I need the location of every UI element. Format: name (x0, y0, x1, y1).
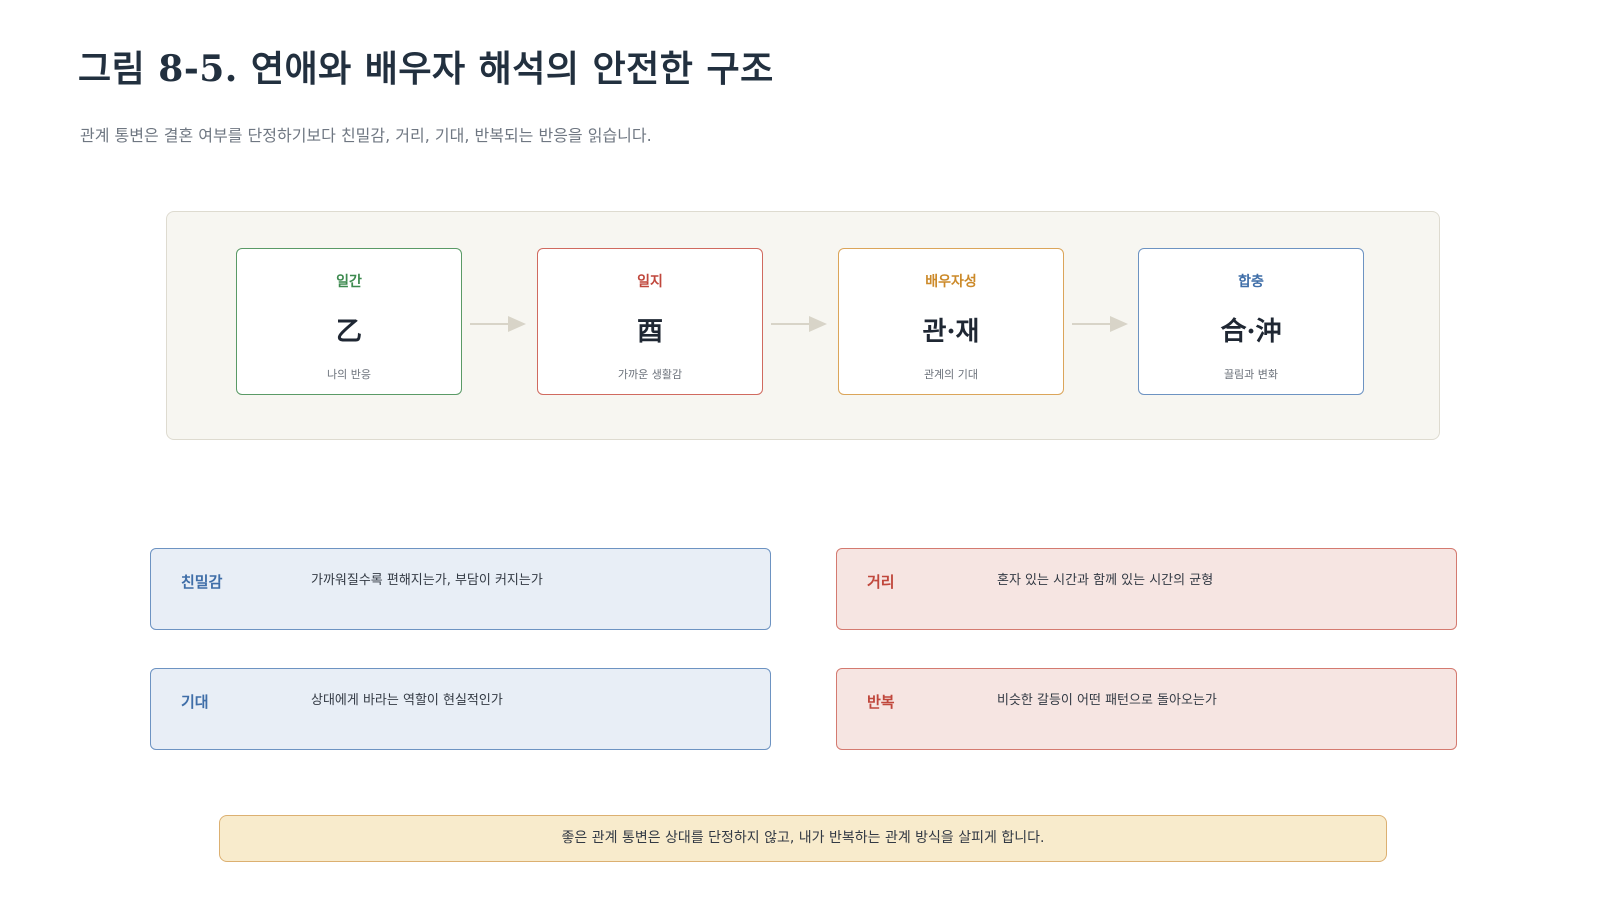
page-subtitle: 관계 통변은 결혼 여부를 단정하기보다 친밀감, 거리, 기대, 반복되는 반… (80, 126, 652, 145)
node-caption: 끌림과 변화 (1223, 368, 1279, 381)
flow-arrow-icon (771, 316, 827, 332)
node-caption: 관계의 기대 (923, 368, 979, 381)
footer-note: 좋은 관계 통변은 상대를 단정하지 않고, 내가 반복하는 관계 방식을 살피… (219, 815, 1387, 862)
flow-arrow-icon (1072, 316, 1128, 332)
card-repetition: 반복 비슷한 갈등이 어떤 패턴으로 돌아오는가 (836, 668, 1457, 750)
node-label: 배우자성 (925, 274, 977, 290)
card-description: 상대에게 바라는 역할이 현실적인가 (311, 693, 503, 708)
card-description: 비슷한 갈등이 어떤 패턴으로 돌아오는가 (997, 693, 1217, 708)
flow-node-ilgan: 일간 乙 나의 반응 (236, 248, 462, 395)
node-caption: 가까운 생활감 (617, 368, 683, 381)
node-caption: 나의 반응 (327, 368, 371, 381)
node-label: 일간 (336, 274, 362, 290)
flow-node-ilji: 일지 酉 가까운 생활감 (537, 248, 763, 395)
card-description: 가까워질수록 편해지는가, 부담이 커지는가 (311, 573, 543, 588)
flow-node-spouse-star: 배우자성 관·재 관계의 기대 (838, 248, 1064, 395)
flow-arrow-icon (470, 316, 526, 332)
card-label: 친밀감 (181, 573, 223, 591)
card-label: 반복 (867, 693, 895, 711)
flow-node-hapchung: 합충 合·沖 끌림과 변화 (1138, 248, 1364, 395)
node-value: 合·沖 (1220, 317, 1282, 347)
card-distance: 거리 혼자 있는 시간과 함께 있는 시간의 균형 (836, 548, 1457, 630)
page-title: 그림 8-5. 연애와 배우자 해석의 안전한 구조 (78, 48, 774, 90)
node-value: 酉 (636, 317, 663, 347)
node-label: 일지 (637, 274, 663, 290)
card-label: 기대 (181, 693, 209, 711)
card-label: 거리 (867, 573, 895, 591)
card-expectation: 기대 상대에게 바라는 역할이 현실적인가 (150, 668, 771, 750)
node-value: 관·재 (922, 317, 980, 347)
node-label: 합충 (1238, 274, 1264, 290)
node-value: 乙 (335, 317, 362, 347)
card-intimacy: 친밀감 가까워질수록 편해지는가, 부담이 커지는가 (150, 548, 771, 630)
card-description: 혼자 있는 시간과 함께 있는 시간의 균형 (997, 573, 1214, 588)
